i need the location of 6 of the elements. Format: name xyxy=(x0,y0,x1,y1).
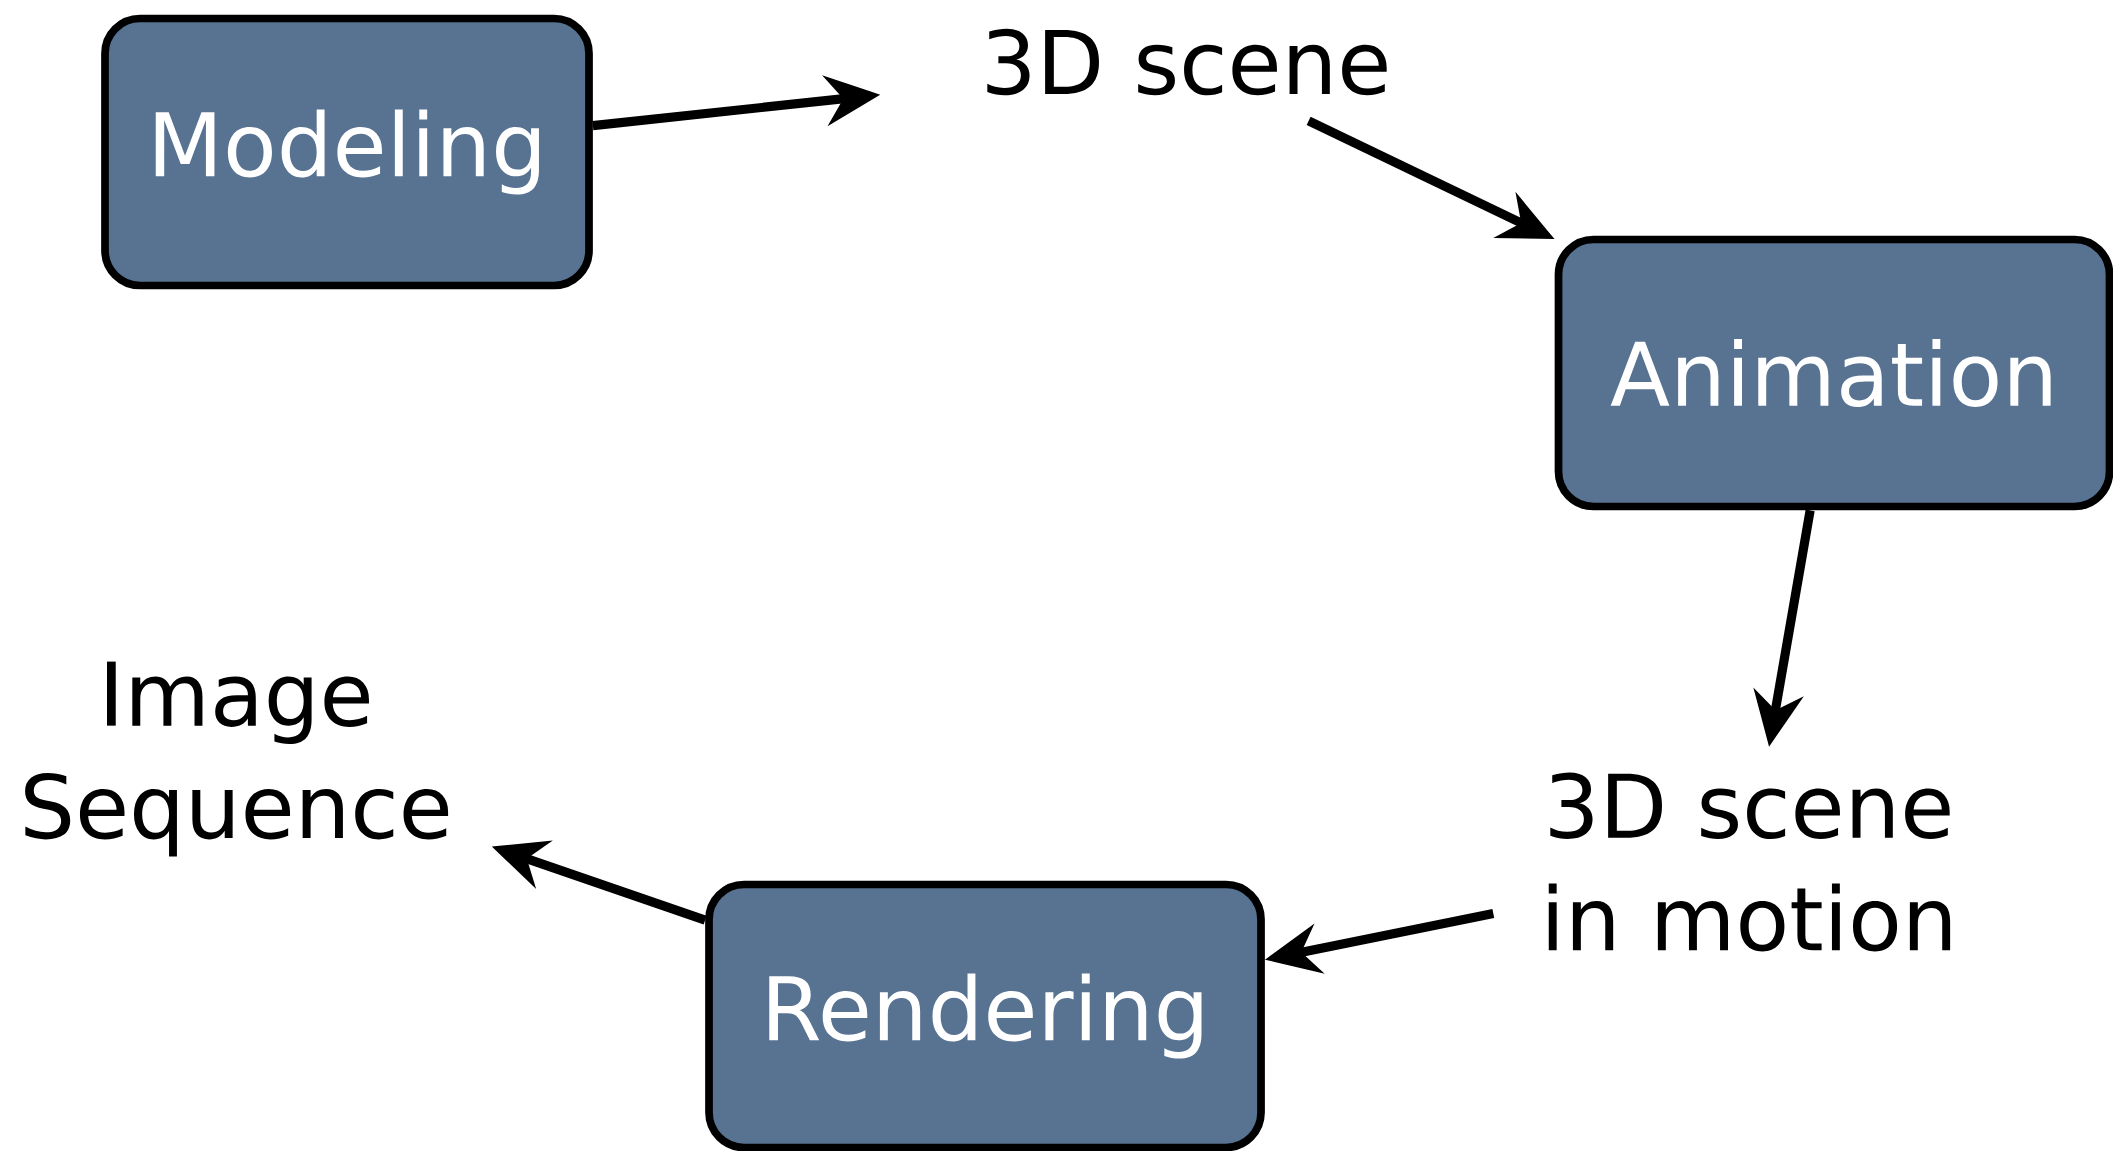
process-box: Animation xyxy=(1554,235,2113,511)
stage-label: 3D scene in motion xyxy=(1548,772,1951,952)
process-box: Modeling xyxy=(101,14,593,290)
stage-label: Image Sequence xyxy=(25,661,449,857)
process-box: Rendering xyxy=(705,880,1265,1151)
stage-label: 3D scene xyxy=(987,28,1387,96)
